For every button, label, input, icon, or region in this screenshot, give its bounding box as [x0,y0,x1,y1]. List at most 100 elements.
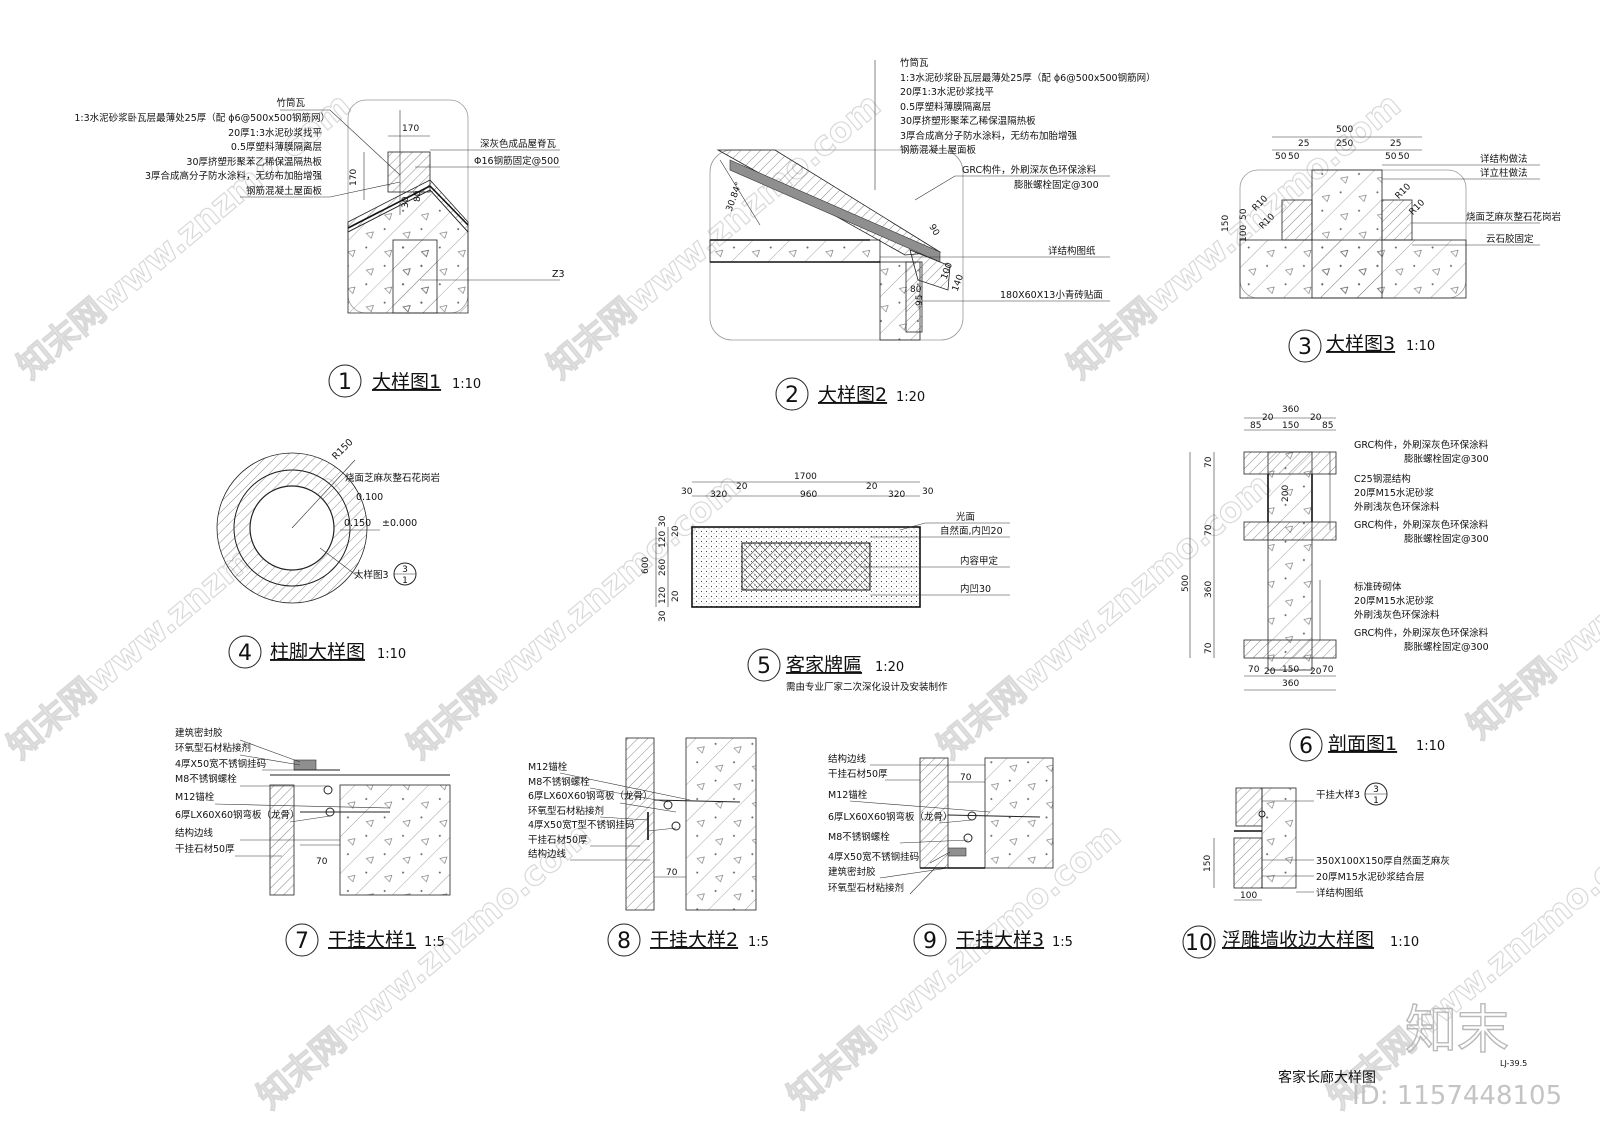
detail-scale: 1:10 [377,647,406,662]
dim-label: 500 [1336,125,1353,135]
sheet-code: LJ-39.5 [1500,1059,1527,1068]
note-label: 30厚挤塑形聚苯乙稀保温隔热板 [186,156,322,168]
detail-1: 170 170 80 30 竹筒瓦 1:3水泥砂浆卧瓦层最薄处25厚（配 ϕ6@… [74,97,565,398]
detail-9-structure [984,757,1054,869]
note-label: 4厚X50宽不锈钢挂码 [828,851,919,863]
dim-label: 30 [658,515,668,527]
detail-8-stone [625,737,655,911]
note-label: C25钢混结构 [1354,473,1411,485]
detail-title: 干挂大样2 [650,929,738,951]
note-label: 6厚LX60X60钢弯板（龙骨） [175,809,300,821]
dim-label: 20 [1262,413,1274,423]
detail-number-bubble [285,923,319,957]
detail-title: 大样图2 [818,384,887,406]
note-label: 结构边线 [828,753,867,765]
note-label: 外刷浅灰色环保涂料 [1354,609,1440,621]
detail-scale: 1:5 [748,935,769,950]
note-label: 0.150 [344,518,371,529]
dim-label: 70 [1204,524,1214,536]
detail-1-column [392,239,438,314]
note-label: 外刷浅灰色环保涂料 [1354,501,1440,513]
detail-number: 10 [1185,931,1213,956]
note-label: 1:3水泥砂浆卧瓦层最薄处25厚（配 ϕ6@500x500钢筋网） [900,72,1156,84]
note-label: 钢筋混凝土屋面板 [900,144,977,156]
detail-number-bubble [775,377,809,411]
note-label: ±0.000 [382,518,417,529]
detail-scale: 1:5 [1052,935,1073,950]
note-label: 3厚合成高分子防水涂料，无纺布加胎增强 [145,170,323,182]
note-label: 20厚M15水泥砂浆结合层 [1316,871,1424,883]
dim-label: 150 [1203,855,1213,872]
detail-3-column [1311,169,1383,299]
detail-number: 1 [338,370,352,395]
detail-2-right-notes: GRC构件，外刷深灰色环保涂料 膨胀螺栓固定@300 详结构图纸 180X60X… [962,164,1103,301]
note-label: 6厚LX60X60钢弯板（龙骨） [828,811,953,823]
ref-number: 3 [1373,785,1379,795]
note-label: 建筑密封胶 [828,866,876,878]
dim-label: 30 [658,610,668,622]
dim-label: 20 [1264,667,1276,677]
note-label: 1:3水泥砂浆卧瓦层最薄处25厚（配 ϕ6@500x500钢筋网） [74,112,330,124]
note-label: 详结构图纸 [1316,887,1364,899]
dim-label: 50 [1288,152,1300,162]
detail-3: 500 25 250 25 50 50 50 50 R10 R10 R10 R1… [1221,125,1561,363]
dim-label: 250 [1336,139,1353,149]
detail-number-bubble [328,364,362,398]
detail-2-grc [909,249,951,291]
note-label: 干挂石材50厚 [528,834,588,846]
note-label: 详结构做法 [1480,153,1528,165]
dim-label: 25 [1390,139,1401,149]
detail-title: 大样图1 [372,371,441,393]
dim-label: 20 [1310,413,1322,423]
detail-7-hanger [293,759,317,771]
detail-7: 70 建筑密封胶 环氧型石材粘接剂 4厚X50宽不锈钢挂码 M8不锈钢螺栓 M1… [175,727,451,957]
note-label: 0.100 [356,492,383,503]
dim-label: 70 [316,857,328,867]
detail-scale: 1:10 [1416,739,1445,754]
detail-number: 7 [295,929,309,954]
detail-6: 360 85 20 150 20 85 70 70 500 360 70 200… [1181,405,1489,762]
dim-label: 70 [1322,665,1334,675]
note-label: 竹筒瓦 [900,57,929,69]
detail-number-bubble [228,635,262,669]
note-label: 3厚合成高分子防水涂料，无纺布加胎增强 [900,130,1078,142]
detail-title: 剖面图1 [1328,733,1397,755]
brand-logo: 知末 [1405,1001,1509,1061]
dim-label: 50 [1385,152,1397,162]
note-label: 内容甲定 [960,555,999,567]
detail-number-bubble [1289,728,1323,762]
sheet-title: 客家长廊大样图 [1278,1069,1376,1086]
detail-5-notes: 光面 自然面,内凹20 内容甲定 内凹30 [940,511,1003,595]
detail-1-right-notes: 深灰色成品屋脊瓦 Φ16钢筋固定@500 Z3 [474,138,565,280]
note-label: 6厚LX60X60钢弯板（龙骨） [528,790,653,802]
dim-label: 20 [671,590,681,602]
note-label: GRC构件，外刷深灰色环保涂料 [1354,627,1489,639]
detail-10: 150 100 干挂大样3 3 1 350X100X150厚自然面芝麻灰 20厚… [1182,782,1450,959]
detail-6-grc-top [1243,451,1337,475]
note-label: M8不锈钢螺栓 [828,831,890,843]
watermark-id: ID: 1157448105 [1352,1081,1562,1111]
detail-1-ridge-tile [387,151,431,193]
dim-label: 85 [1250,421,1261,431]
note-label: 竹筒瓦 [276,97,305,109]
dim-label: 20 [866,482,878,492]
detail-3-stone-left [1281,199,1313,241]
detail-scale: 1:5 [424,935,445,950]
note-label: 20厚M15水泥砂浆 [1354,487,1434,499]
detail-scale: 1:10 [1390,935,1419,950]
detail-10-wall [1261,787,1297,889]
detail-9-hanger [947,847,967,857]
detail-title: 大样图3 [1326,333,1395,355]
note-label: 详结构图纸 [1048,245,1096,257]
watermark-text: 知末网www.znzmo.com [400,465,749,767]
detail-8: 70 M12锚栓 M8不锈钢螺栓 6厚LX60X60钢弯板（龙骨） 环氧型石材粘… [528,737,769,957]
detail-title: 柱脚大样图 [270,641,365,663]
note-label: 环氧型石材粘接剂 [828,882,904,894]
detail-2-notes: 竹筒瓦 1:3水泥砂浆卧瓦层最薄处25厚（配 ϕ6@500x500钢筋网） 20… [900,57,1156,156]
detail-5-dims-top: 1700 30 320 20 960 20 320 30 [681,472,934,500]
note-label: 结构边线 [528,848,567,860]
dim-label: 320 [710,490,727,500]
dim-label: 20 [671,525,681,537]
detail-10-notes: 350X100X150厚自然面芝麻灰 20厚M15水泥砂浆结合层 详结构图纸 [1316,855,1450,899]
note-label: Z3 [552,269,565,280]
